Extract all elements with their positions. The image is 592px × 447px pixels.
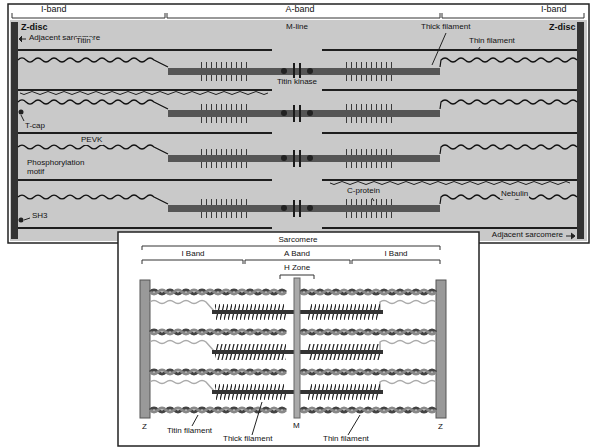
titin-kinase xyxy=(281,68,313,211)
part-label: Titin kinase xyxy=(276,78,318,87)
leader-lines xyxy=(19,33,575,239)
panel-ground xyxy=(10,20,587,241)
part-label: I Band xyxy=(180,250,205,259)
part-label: A-band xyxy=(284,5,315,15)
part-label: M xyxy=(292,422,301,431)
part-label: T-cap xyxy=(24,122,46,131)
part-label: Thick filament xyxy=(420,23,471,32)
z-disc xyxy=(577,22,584,239)
part-label: SH3 xyxy=(31,212,49,221)
thin-filaments xyxy=(150,290,436,412)
part-label: I-band xyxy=(540,5,568,15)
part-label: I-band xyxy=(40,5,68,15)
part-label: C-protein xyxy=(346,187,381,196)
part-label: Titin xyxy=(75,37,92,46)
part-label: Phosphorylation motif xyxy=(26,159,98,177)
panel-frame xyxy=(118,232,479,446)
part-label: Sarcomere xyxy=(277,236,318,245)
part-label: Nebulin xyxy=(500,190,529,199)
part-label: Z xyxy=(437,423,444,432)
nebulin xyxy=(20,92,570,185)
part-label: Z-disc xyxy=(548,23,577,33)
t-cap xyxy=(19,110,24,223)
part-label: Titin filament xyxy=(166,427,213,436)
part-label: M-line xyxy=(285,23,309,32)
titin xyxy=(150,301,436,392)
part-label: Z xyxy=(141,423,148,432)
part-label: A Band xyxy=(283,250,311,259)
part-label: H Zone xyxy=(283,264,311,273)
part-label: Adjacent sarcomere xyxy=(491,231,564,240)
z-disc xyxy=(436,280,446,418)
panel-frame xyxy=(8,4,589,243)
z-disc xyxy=(140,280,150,418)
part-label: Thin filament xyxy=(322,435,370,444)
part-label: Z-disc xyxy=(20,23,49,33)
part-label: Thick filament xyxy=(222,435,273,444)
part-label: PEVK xyxy=(80,136,103,145)
thick-filaments xyxy=(168,68,440,212)
z-disc xyxy=(11,22,18,239)
part-label: Thin filament xyxy=(468,37,516,46)
titin xyxy=(18,58,577,204)
c-protein xyxy=(200,62,392,218)
part-label: I Band xyxy=(383,250,408,259)
band-brackets xyxy=(142,246,440,279)
leader-lines xyxy=(192,402,360,435)
thin-filaments xyxy=(18,50,577,228)
m-line xyxy=(294,278,300,418)
